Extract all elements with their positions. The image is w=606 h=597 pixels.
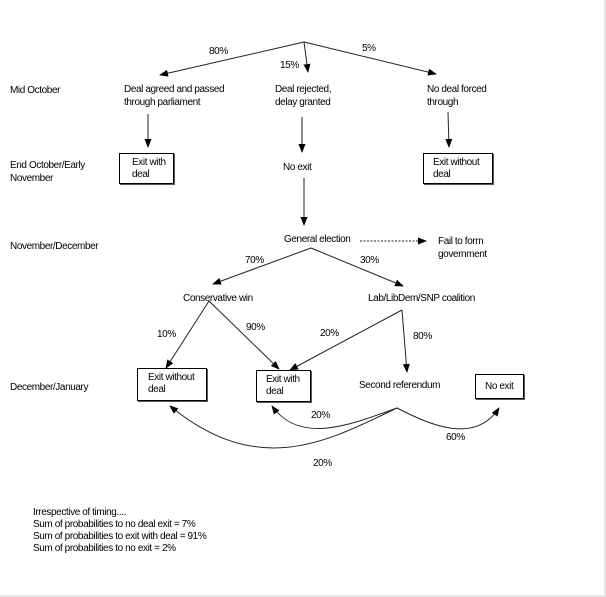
node-second-referendum: Second referendum (359, 380, 441, 391)
node-no-deal-forced: No deal forced through (427, 83, 487, 109)
outcome-exit-with-deal-2-line2: deal (266, 386, 284, 397)
node-deal-rejected-line2: delay granted (275, 97, 331, 108)
outcome-exit-with-deal-1-line1: Exit with (132, 157, 166, 168)
outcome-exit-without-deal-2: Exit without deal (137, 368, 207, 401)
outcome-no-exit-2-label: No exit (485, 381, 514, 392)
node-general-election: General election (284, 234, 351, 245)
timeline-mid-october: Mid October (10, 85, 61, 96)
outcome-exit-without-deal-1-line1: Exit without (433, 157, 480, 168)
node-coalition: Lab/LibDem/SNP coalition (368, 293, 475, 304)
edge-referendum-to-no-exit (396, 407, 500, 430)
edge-root-to-deal-agreed (159, 41, 305, 77)
outcome-no-exit-2: No exit (475, 374, 524, 399)
summary-heading: Irrespective of timing.... (33, 507, 126, 518)
node-conservative-win: Conservative win (183, 293, 253, 304)
prob-coal-to-deal: 20% (320, 328, 339, 339)
prob-deal-agreed: 80% (209, 46, 228, 57)
timeline-dec-jan: December/January (10, 382, 89, 393)
prob-con-to-deal: 90% (246, 322, 265, 333)
node-deal-agreed: Deal agreed and passed through parliamen… (124, 83, 225, 109)
edge-referendum-to-deal (271, 405, 398, 429)
edge-election-to-coalition (310, 247, 404, 287)
edge-coalition-to-deal (289, 309, 403, 371)
node-fail-to-form: Fail to form government (438, 235, 487, 261)
edge-no-deal-forced-to-exit (445, 111, 453, 148)
edge-conservative-to-deal (208, 300, 280, 370)
node-no-deal-forced-line2: through (427, 97, 459, 108)
prob-ref-to-no-exit: 60% (446, 432, 465, 443)
prob-coal-to-referendum: 80% (413, 331, 432, 342)
prob-conservative-win: 70% (245, 255, 264, 266)
edge-conservative-to-no-deal (165, 300, 210, 369)
prob-no-deal-forced: 5% (362, 43, 376, 54)
outcome-exit-without-deal-1-line2: deal (433, 169, 451, 180)
outcome-exit-with-deal-1-line2: deal (132, 169, 150, 180)
node-deal-rejected-line1: Deal rejected, (275, 84, 332, 95)
node-deal-rejected: Deal rejected, delay granted (275, 83, 332, 109)
timeline-end-october: End October/Early November (10, 159, 85, 185)
prob-ref-to-no-deal: 20% (313, 458, 332, 469)
outcome-exit-without-deal-2-line2: deal (148, 384, 166, 395)
summary-with-deal: Sum of probabilities to exit with deal =… (33, 531, 207, 542)
summary-no-deal: Sum of probabilities to no deal exit = 7… (33, 519, 196, 530)
outcome-exit-with-deal-2: Exit with deal (256, 370, 311, 402)
summary-block: Irrespective of timing.... Sum of probab… (33, 507, 207, 555)
timeline-nov-dec: November/December (10, 241, 99, 252)
node-deal-agreed-line2: through parliament (124, 97, 201, 108)
edge-root-to-no-deal-forced (303, 41, 437, 76)
edge-root-to-deal-rejected (303, 41, 311, 73)
edge-election-to-conservative (212, 247, 312, 285)
node-no-exit-1: No exit (283, 162, 312, 173)
outcome-exit-without-deal-1: Exit without deal (423, 153, 493, 184)
timeline-end-october-line1: End October/Early (10, 160, 85, 171)
outcome-exit-with-deal-2-line1: Exit with (266, 374, 300, 385)
prob-con-to-no-deal: 10% (157, 329, 176, 340)
edge-referendum-to-no-deal (169, 405, 398, 449)
edge-coalition-to-referendum (401, 309, 410, 373)
outcome-exit-without-deal-2-line1: Exit without (148, 372, 195, 383)
summary-no-exit: Sum of probabilities to no exit = 2% (33, 543, 176, 554)
node-deal-agreed-line1: Deal agreed and passed (124, 84, 225, 95)
prob-coalition: 30% (360, 255, 379, 266)
node-no-deal-forced-line1: No deal forced (427, 84, 487, 95)
node-fail-to-form-line2: government (438, 249, 487, 260)
node-fail-to-form-line1: Fail to form (438, 236, 484, 247)
prob-deal-rejected: 15% (280, 60, 299, 71)
outcome-exit-with-deal-1: Exit with deal (119, 153, 174, 184)
timeline-end-october-line2: November (10, 173, 53, 184)
prob-ref-to-deal: 20% (311, 410, 330, 421)
